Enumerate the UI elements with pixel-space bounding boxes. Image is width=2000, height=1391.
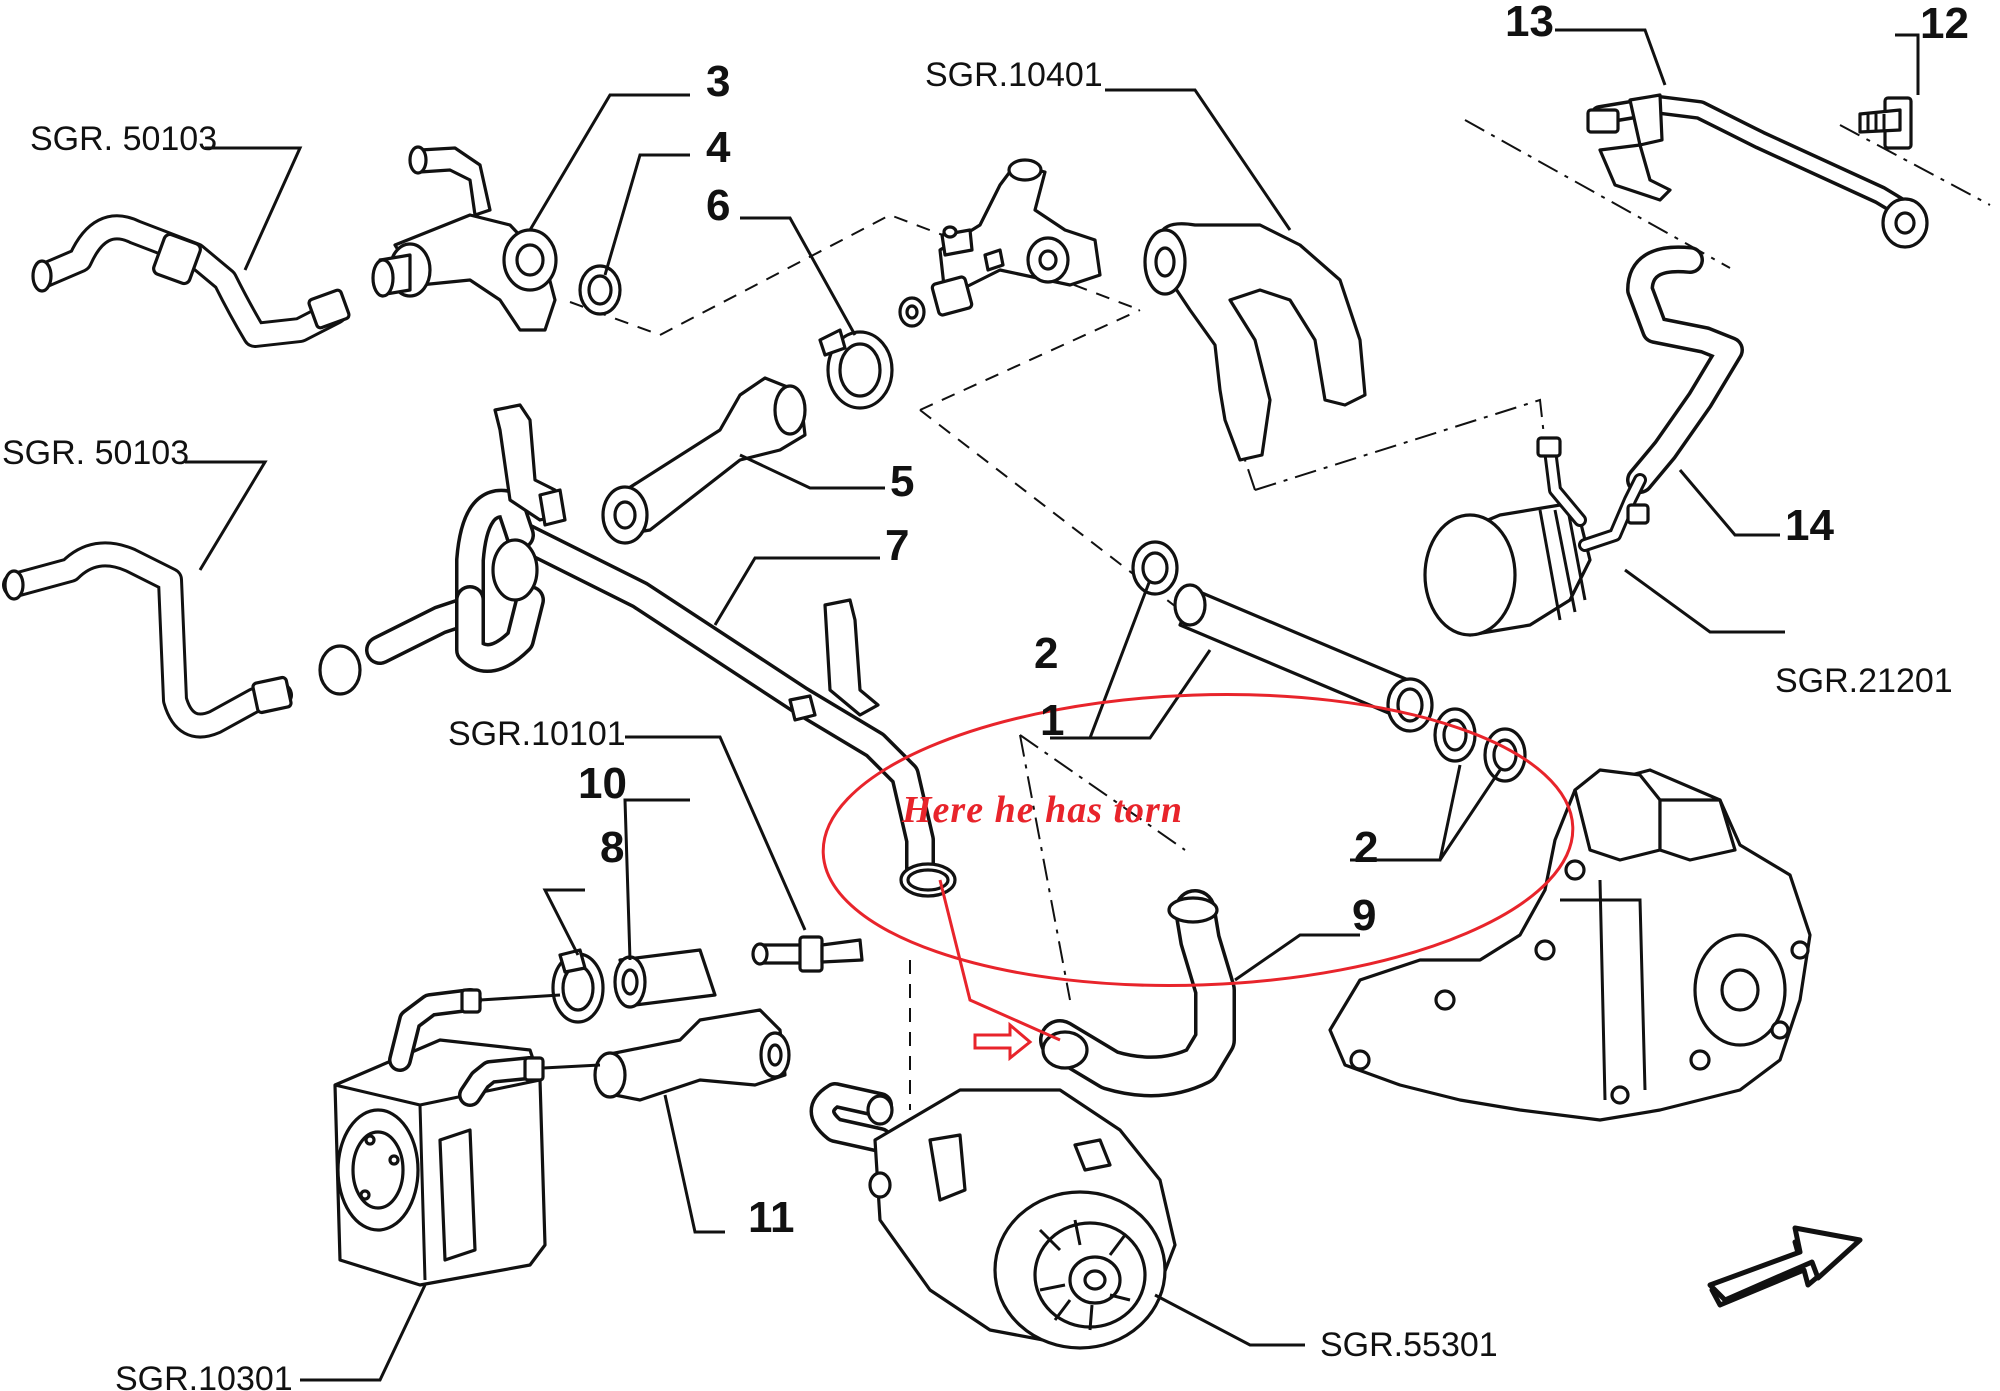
part-3-t-fitting: [371, 145, 558, 332]
fitting-sgr-10401: [898, 158, 1102, 328]
oil-filter-sgr-21201: [1423, 436, 1650, 637]
callout-4: 4: [706, 123, 731, 172]
label-sgr-10401: SGR.10401: [925, 56, 1103, 94]
part-8-clamp: [551, 948, 605, 1024]
callout-13: 13: [1505, 0, 1554, 46]
hose-sgr-50103-top: [31, 214, 351, 348]
label-sgr-10301: SGR.10301: [115, 1360, 293, 1391]
callout-3: 3: [706, 57, 730, 106]
part-5-hose: [601, 376, 807, 545]
callout-5: 5: [890, 457, 914, 506]
leader-lines: [185, 28, 1920, 1382]
alternator-sgr-55301: [809, 1082, 1177, 1350]
red-arrow-icon: [973, 1021, 1033, 1062]
callout-6: 6: [706, 181, 730, 230]
part-10-sleeve: [613, 948, 717, 1009]
label-sgr-50103-top: SGR. 50103: [30, 120, 217, 158]
callout-10: 10: [578, 759, 627, 808]
callout-8: 8: [600, 823, 624, 872]
bolt-sgr-10101: [751, 935, 864, 973]
part-4-o-ring: [578, 264, 622, 316]
part-12-bolt: [1858, 96, 1913, 150]
part-14-hose: [1626, 245, 1744, 494]
engine-block: [1328, 768, 1812, 1122]
part-6-clamp: [818, 328, 894, 410]
oil-cooler-sgr-10301: [333, 988, 601, 1287]
label-sgr-55301: SGR.55301: [1320, 1326, 1498, 1364]
torn-note: Here he has torn: [901, 789, 1183, 831]
torn-area-ellipse: [821, 692, 1575, 988]
callout-7: 7: [885, 521, 909, 570]
hose-sgr-50103-mid: [2, 541, 293, 739]
part-9-hose: [1039, 889, 1236, 1098]
torn-annotation: Here he has torn: [821, 692, 1575, 1062]
callout-11: 11: [748, 1193, 795, 1242]
part-7-pipe-assembly: [318, 403, 957, 898]
callout-numbers: 1 2 2 3 4 5 6 7 8 9 10 11 12 13 14: [578, 0, 1969, 1242]
callout-9: 9: [1352, 891, 1376, 940]
reference-labels: SGR. 50103 SGR. 50103 SGR.10401 SGR.2120…: [2, 56, 1953, 1391]
part-13-pipe-bracket: [1586, 93, 1929, 249]
part-11-hose: [593, 1008, 791, 1102]
callout-2b: 2: [1354, 823, 1378, 872]
label-sgr-21201: SGR.21201: [1775, 662, 1953, 700]
callout-14: 14: [1785, 501, 1834, 550]
label-sgr-50103-mid: SGR. 50103: [2, 434, 189, 472]
label-sgr-10101: SGR.10101: [448, 715, 626, 753]
callout-2a: 2: [1034, 629, 1058, 678]
part-1-tube: [1173, 583, 1434, 733]
hose-sgr-10401: [1143, 222, 1367, 462]
callout-1: 1: [1040, 696, 1064, 745]
callout-12: 12: [1920, 0, 1969, 48]
direction-arrow-icon: [1707, 1225, 1863, 1308]
